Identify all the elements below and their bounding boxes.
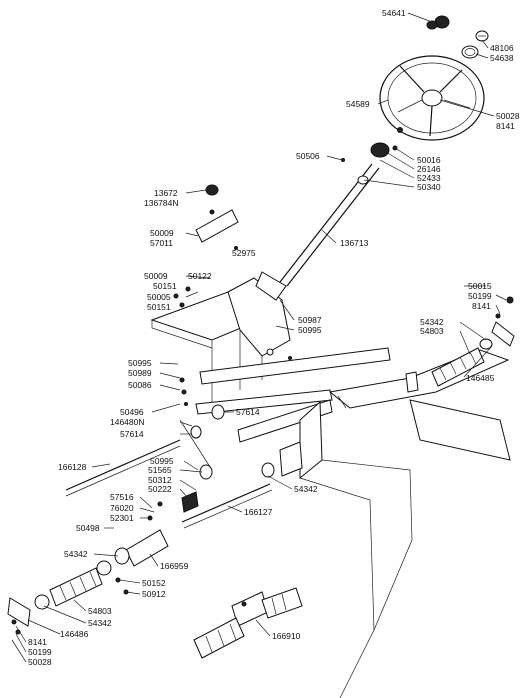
label-50340: 50340 — [417, 182, 441, 192]
right-boot — [431, 347, 485, 387]
right-clamp — [479, 338, 493, 350]
left-boot — [49, 567, 103, 607]
label-50995-bottom: 50995 — [150, 456, 174, 466]
label-8141-top: 8141 — [496, 121, 515, 131]
label-54638: 54638 — [490, 53, 514, 63]
label-50009-mid: 50009 — [144, 271, 168, 281]
label-54803-right: 54803 — [420, 326, 444, 336]
label-166128: 166128 — [58, 462, 87, 472]
cap-nut — [475, 30, 489, 42]
leader-lines — [11, 12, 507, 663]
label-50995-mid: 50995 — [128, 358, 152, 368]
label-50005: 50005 — [147, 292, 171, 302]
label-50152: 50152 — [142, 578, 166, 588]
label-136713: 136713 — [340, 238, 369, 248]
label-48106: 48106 — [490, 43, 514, 53]
label-50995-top: 50995 — [298, 325, 322, 335]
label-52975: 52975 — [232, 248, 256, 258]
label-51565: 51565 — [148, 465, 172, 475]
label-50016: 50016 — [417, 155, 441, 165]
label-26146: 26146 — [417, 164, 441, 174]
wheel-cap — [426, 15, 450, 30]
label-54641: 54641 — [382, 8, 406, 18]
label-166127: 166127 — [244, 507, 273, 517]
label-8141-right: 8141 — [472, 301, 491, 311]
steering-column — [279, 127, 403, 287]
pinion-bushings — [179, 377, 225, 480]
label-52301: 52301 — [110, 513, 134, 523]
label-54589: 54589 — [346, 99, 370, 109]
label-57516: 57516 — [110, 492, 134, 502]
label-50496: 50496 — [120, 407, 144, 417]
label-50912: 50912 — [142, 589, 166, 599]
label-52433: 52433 — [417, 173, 441, 183]
label-50009-top: 50009 — [150, 228, 174, 238]
label-57011: 57011 — [150, 238, 173, 248]
right-tie-rod-end — [491, 296, 515, 347]
label-8141-left: 8141 — [28, 637, 47, 647]
wheel-insert — [461, 45, 479, 59]
label-76020: 76020 — [110, 503, 134, 513]
label-13672: 13672 — [154, 188, 178, 198]
part-number-labels: 54641 48106 54638 54589 50028 8141 50506… — [28, 8, 520, 667]
label-146480N: 146480N — [110, 417, 145, 427]
label-50199-right: 50199 — [468, 291, 492, 301]
label-54342-right: 54342 — [420, 317, 444, 327]
label-50151-b: 50151 — [147, 302, 171, 312]
label-50506: 50506 — [296, 151, 320, 161]
label-50028-top: 50028 — [496, 111, 520, 121]
dash-bracket — [195, 184, 239, 250]
left-tie-rod — [65, 439, 181, 497]
label-146486: 146486 — [60, 629, 89, 639]
label-54342-left-a: 54342 — [64, 549, 88, 559]
label-50498: 50498 — [76, 523, 100, 533]
label-54803-left: 54803 — [88, 606, 112, 616]
label-50151-a: 50151 — [153, 281, 177, 291]
steering-wheel — [379, 55, 485, 141]
label-166910: 166910 — [272, 631, 301, 641]
label-50312: 50312 — [148, 475, 172, 485]
label-50122: 50122 — [188, 271, 212, 281]
label-50086: 50086 — [128, 380, 152, 390]
bottom-rack-assembly — [193, 587, 303, 659]
label-50199-left: 50199 — [28, 647, 52, 657]
tractor-frame — [195, 347, 511, 698]
left-clamp — [96, 560, 112, 576]
steering-support — [150, 271, 292, 402]
label-54342-left-b: 54342 — [88, 618, 112, 628]
label-50028-left: 50028 — [28, 657, 52, 667]
label-57614-left: 57614 — [120, 429, 144, 439]
steering-gear — [114, 491, 199, 595]
center-tie-rod — [181, 462, 275, 529]
label-57614-right: 57614 — [236, 407, 260, 417]
label-136784N: 136784N — [144, 198, 179, 208]
label-50015: 50015 — [468, 281, 492, 291]
label-50987: 50987 — [298, 315, 322, 325]
left-clamp-2 — [34, 594, 50, 610]
label-146485: 146485 — [466, 373, 495, 383]
label-50222: 50222 — [148, 484, 172, 494]
label-166959: 166959 — [160, 561, 189, 571]
label-50989: 50989 — [128, 368, 152, 378]
left-tie-rod-end — [7, 597, 31, 635]
label-54342-center: 54342 — [294, 484, 318, 494]
